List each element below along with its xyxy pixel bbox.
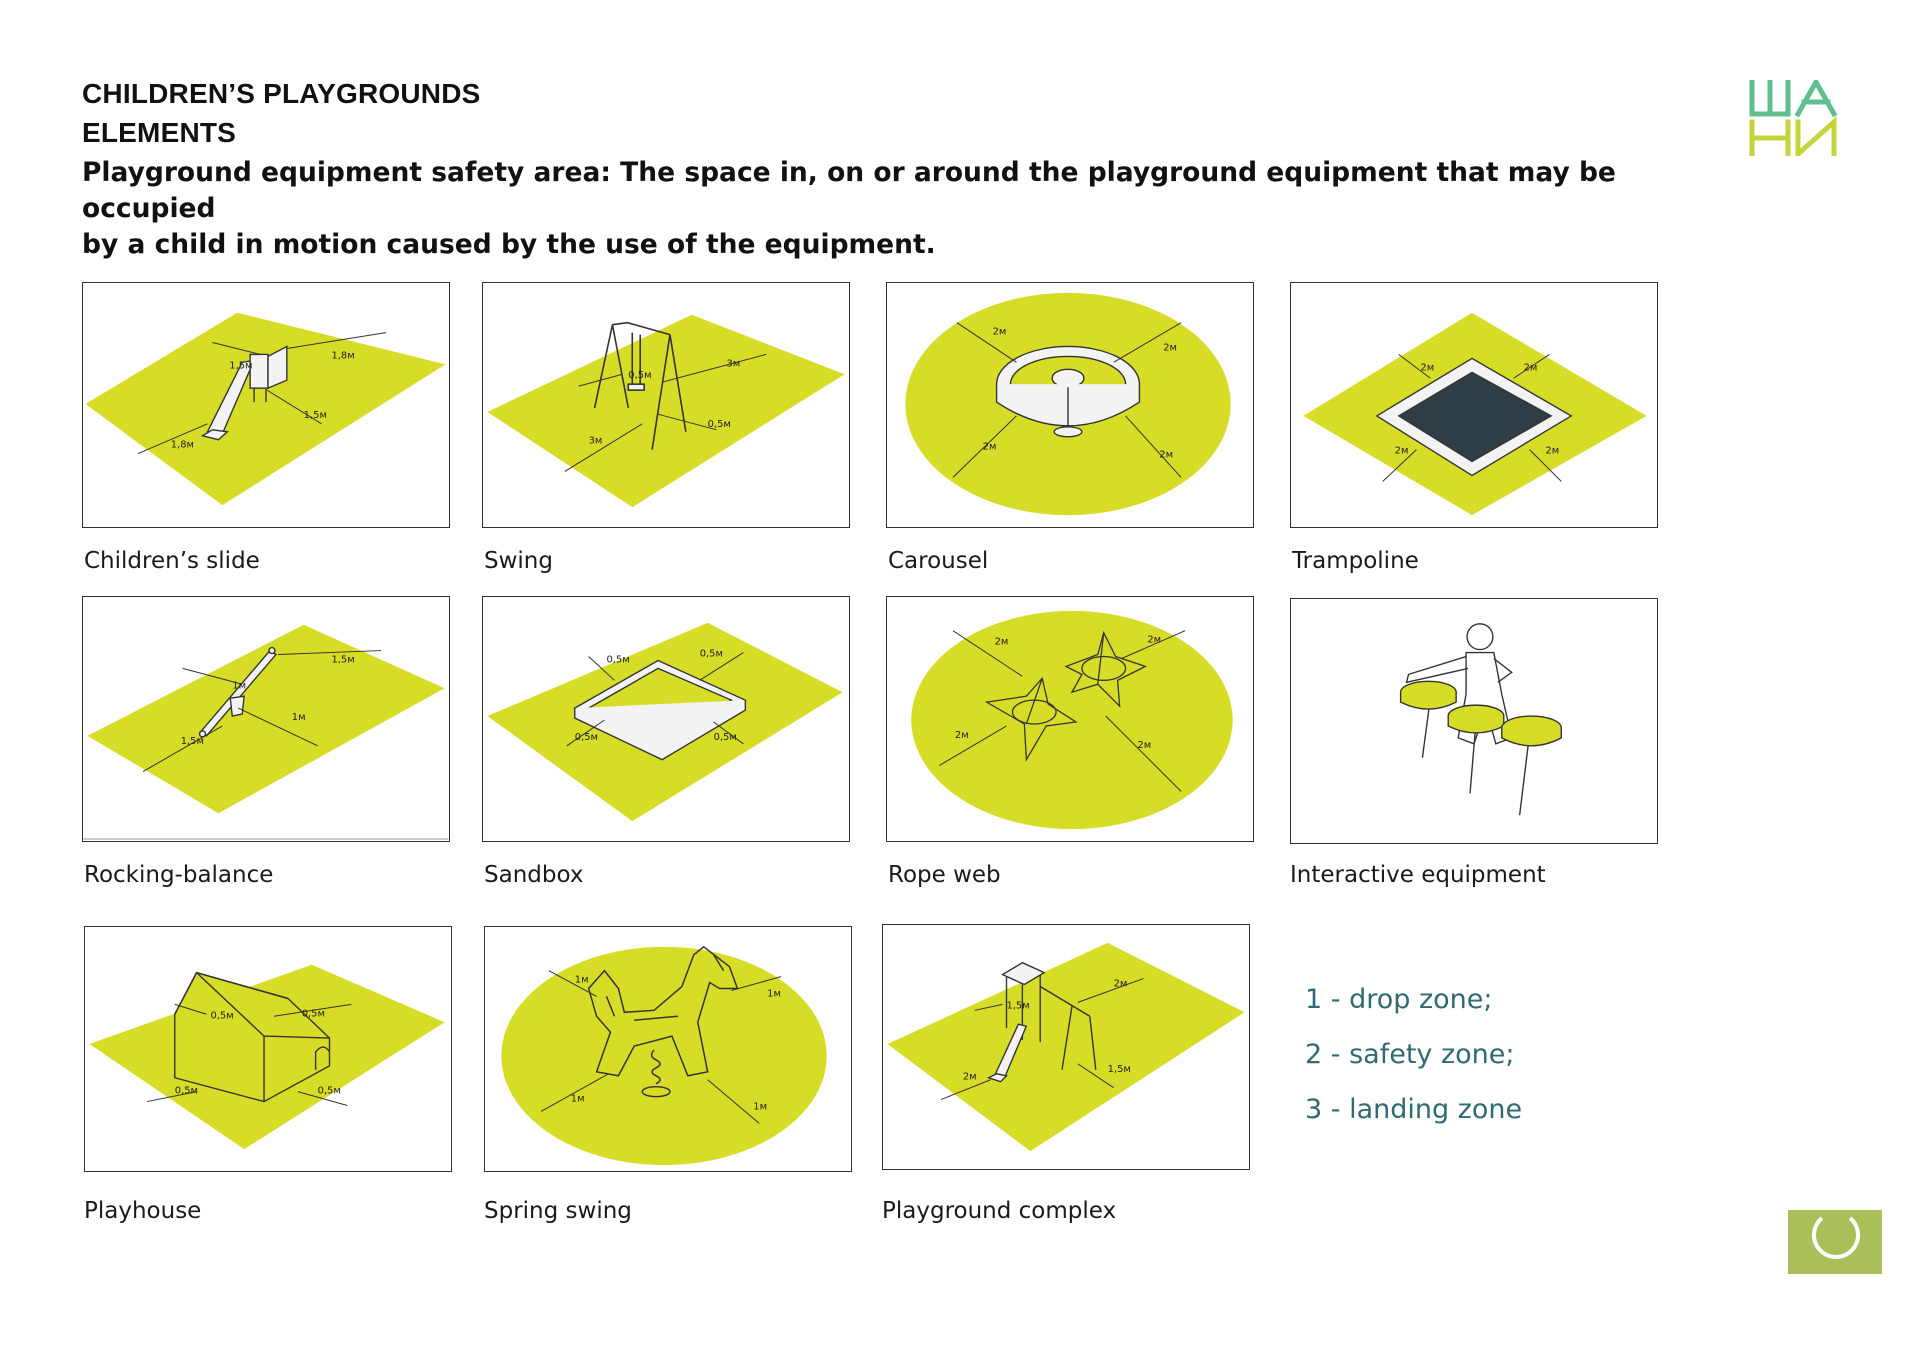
panel-rocking-balance: 1м 1,5м 1,5м 1м: [82, 596, 450, 842]
panel-swing: 0,5м 3м 3м 0,5м: [482, 282, 850, 528]
caption-interactive-equipment: Interactive equipment: [1290, 862, 1546, 888]
dim-label: 1м: [292, 712, 306, 723]
dim-label: 2м: [1545, 446, 1559, 457]
dim-label: 0,5м: [318, 1086, 341, 1097]
panel-carousel: 2м 2м 2м 2м: [886, 282, 1254, 528]
dim-label: 1,5м: [1006, 1000, 1029, 1011]
sandbox-icon: [573, 659, 747, 761]
safety-zone: [85, 312, 446, 506]
dim-label: 1,5м: [1108, 1064, 1131, 1075]
dim-label: 2м: [1137, 740, 1151, 751]
page-title: CHILDREN’S PLAYGROUNDS: [82, 78, 481, 109]
caption-playground-complex: Playground complex: [882, 1198, 1117, 1224]
panel-trampoline: 2м 2м 2м 2м: [1290, 282, 1658, 528]
playground-complex-icon: [986, 961, 1097, 1083]
definition-line-2: by a child in motion caused by the use o…: [82, 229, 936, 260]
carousel-icon: [995, 345, 1141, 438]
dim-label: 2м: [1420, 362, 1434, 373]
page-badge: [1788, 1210, 1882, 1274]
page-subtitle-elements: ELEMENTS: [82, 117, 237, 148]
page-number: 17: [1861, 1222, 1886, 1247]
dim-label: 1,5м: [181, 736, 204, 747]
rope-web-icon: [984, 630, 1148, 762]
panel-interactive-equipment: [1290, 598, 1658, 844]
dim-label: 2м: [1395, 446, 1409, 457]
safety-zone: [87, 624, 445, 814]
dim-label: 0,5м: [575, 732, 598, 743]
dim-label: 2м: [995, 637, 1009, 648]
dim-label: 1м: [575, 975, 589, 986]
dim-label: 0,5м: [700, 649, 723, 660]
circle-mark-icon: [1812, 1216, 1860, 1259]
dim-label: 2м: [1524, 362, 1538, 373]
dim-label: 0,5м: [606, 654, 629, 665]
dim-label: 0,5м: [628, 370, 651, 381]
dim-label: 2м: [993, 327, 1007, 338]
caption-carousel: Carousel: [888, 548, 989, 574]
dim-label: 2м: [1163, 342, 1177, 353]
dim-label: 2м: [963, 1072, 977, 1083]
dim-label: 0,5м: [175, 1086, 198, 1097]
dim-label: 0,5м: [714, 732, 737, 743]
dim-label: 1,5м: [304, 410, 327, 421]
definition-line-1: Playground equipment safety area: The sp…: [82, 157, 1616, 224]
dim-label: 3м: [727, 358, 741, 369]
dim-label: 0,5м: [302, 1008, 325, 1019]
dim-label: 2м: [1114, 978, 1128, 989]
legend-item-drop-zone: 1 - drop zone;: [1305, 984, 1493, 1015]
caption-trampoline: Trampoline: [1292, 548, 1419, 574]
dim-label: 1,5м: [229, 360, 252, 371]
swing-icon: [593, 321, 687, 450]
panel-childrens-slide: 1,5м 1,8м 1,8м 1,5м: [82, 282, 450, 528]
slide-icon: [200, 345, 288, 441]
caption-swing: Swing: [484, 548, 553, 574]
caption-rope-web: Rope web: [888, 862, 1001, 888]
panel-playhouse: 0,5м 0,5м 0,5м 0,5м: [84, 926, 452, 1172]
legend-item-safety-zone: 2 - safety zone;: [1305, 1039, 1515, 1070]
playhouse-icon: [174, 971, 331, 1103]
brand-logo-icon: [1748, 76, 1840, 160]
definition-text: Playground equipment safety area: The sp…: [82, 155, 1682, 263]
dim-label: 2м: [955, 730, 969, 741]
caption-rocking-balance: Rocking-balance: [84, 862, 274, 888]
caption-playhouse: Playhouse: [84, 1198, 202, 1224]
dim-label: 2м: [983, 442, 997, 453]
dim-label: 0,5м: [708, 419, 731, 430]
safety-zone: [501, 946, 827, 1166]
dim-label: 2м: [1147, 635, 1161, 646]
dim-label: 3м: [589, 436, 603, 447]
dim-label: 1м: [232, 680, 246, 691]
panel-rope-web: 2м 2м 2м 2м: [886, 596, 1254, 842]
trampoline-icon: [1375, 357, 1573, 477]
dim-label: 1м: [571, 1094, 585, 1105]
dim-label: 2м: [1159, 450, 1173, 461]
caption-childrens-slide: Children’s slide: [84, 548, 260, 574]
panel-sandbox: 0,5м 0,5м 0,5м 0,5м: [482, 596, 850, 842]
dim-label: 1,8м: [331, 350, 354, 361]
panel-spring-swing: 1м 1м 1м 1м: [484, 926, 852, 1172]
dim-label: 0,5м: [210, 1010, 233, 1021]
panel-playground-complex: 1,5м 2м 2м 1,5м: [882, 924, 1250, 1170]
dim-label: 1м: [767, 988, 781, 999]
seesaw-icon: [198, 646, 277, 738]
caption-spring-swing: Spring swing: [484, 1198, 632, 1224]
legend-item-landing-zone: 3 - landing zone: [1305, 1094, 1523, 1125]
dim-label: 1,8м: [171, 440, 194, 451]
safety-zone: [487, 314, 845, 508]
caption-sandbox: Sandbox: [484, 862, 584, 888]
dim-label: 1,5м: [331, 654, 354, 665]
dim-label: 1м: [753, 1102, 767, 1113]
